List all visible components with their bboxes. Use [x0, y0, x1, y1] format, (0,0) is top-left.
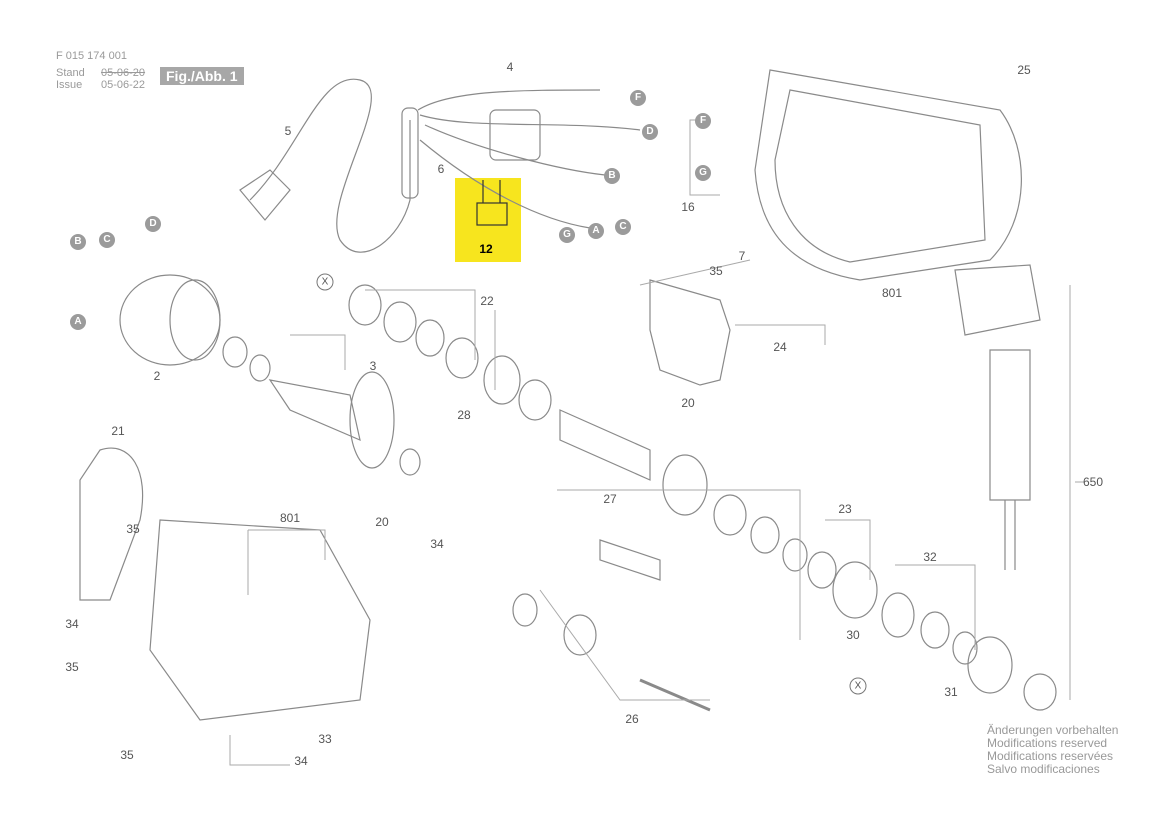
switch [489, 109, 541, 161]
part-label: 16 [681, 200, 695, 214]
connector-marker: C [615, 219, 631, 235]
note-es: Salvo modificaciones [987, 762, 1100, 776]
stand-label: Stand [56, 67, 85, 79]
connector-marker: B [70, 234, 86, 250]
connector-marker: F [695, 113, 711, 129]
part-label: 26 [625, 712, 639, 726]
part-label-highlighted[interactable]: 12 [479, 242, 493, 256]
part-label: 34 [430, 537, 444, 551]
gasket [649, 279, 731, 386]
washers [222, 284, 552, 476]
note-en: Modifications reserved [987, 736, 1108, 750]
part-label: 31 [944, 685, 958, 699]
part-label: 20 [681, 396, 695, 410]
cross-ref-marker: X [316, 273, 334, 291]
part-label: 4 [506, 60, 514, 74]
part-label: 21 [111, 424, 125, 438]
part-label: 3 [369, 359, 377, 373]
part-label: 34 [294, 754, 308, 768]
part-label: 20 [375, 515, 389, 529]
part-label: 35 [126, 522, 140, 536]
housing-half [754, 69, 1022, 281]
spindle [559, 409, 651, 481]
connector-marker: C [99, 232, 115, 248]
part-label: 801 [881, 286, 903, 300]
part-label: 32 [923, 550, 937, 564]
part-label: 24 [773, 340, 787, 354]
capacitor [476, 202, 508, 226]
part-label: 35 [120, 748, 134, 762]
connector-marker: A [588, 223, 604, 239]
stand-date: 05-06-20 [101, 67, 146, 79]
cord-guard [401, 107, 419, 199]
part-label: 22 [480, 294, 494, 308]
power-cord [249, 78, 411, 253]
fan [349, 371, 395, 469]
part-label: 801 [279, 511, 301, 525]
part-label: 6 [437, 162, 445, 176]
motor-housing [149, 519, 371, 721]
part-label: 30 [846, 628, 860, 642]
note-de: Änderungen vorbehalten [987, 723, 1119, 737]
part-label: 33 [318, 732, 332, 746]
connector-marker: B [604, 168, 620, 184]
handle-cover [79, 447, 144, 601]
highlighted-part-12[interactable] [455, 178, 521, 262]
part-label: 5 [284, 124, 292, 138]
figure-label: Fig./Abb. 1 [160, 67, 244, 85]
part-number: F 015 174 001 [56, 50, 127, 62]
issue-label: Issue [56, 79, 83, 91]
connector-marker: F [630, 90, 646, 106]
part-label: 25 [1017, 63, 1031, 77]
cross-ref-marker: X [849, 677, 867, 695]
note-fr: Modifications reservées [987, 749, 1114, 763]
part-label: 23 [838, 502, 852, 516]
part-label: 35 [65, 660, 79, 674]
part-label: 7 [738, 249, 746, 263]
connector-marker: D [642, 124, 658, 140]
issue-date: 05-06-22 [101, 79, 146, 91]
connector-marker: G [559, 227, 575, 243]
part-label: 27 [603, 492, 617, 506]
part-label: 35 [709, 264, 723, 278]
part-label: 34 [65, 617, 79, 631]
modification-notes: Änderungen vorbehalten Modifications res… [987, 724, 1118, 776]
part-label: 2 [153, 369, 161, 383]
gear [662, 454, 708, 516]
part-label: 650 [1082, 475, 1104, 489]
plug [239, 169, 291, 221]
connector-marker: A [70, 314, 86, 330]
aux-handle [989, 349, 1031, 501]
armature [268, 379, 361, 442]
part-label: 28 [457, 408, 471, 422]
wires [417, 89, 641, 229]
connector-marker: D [145, 216, 161, 232]
connector-marker: G [695, 165, 711, 181]
